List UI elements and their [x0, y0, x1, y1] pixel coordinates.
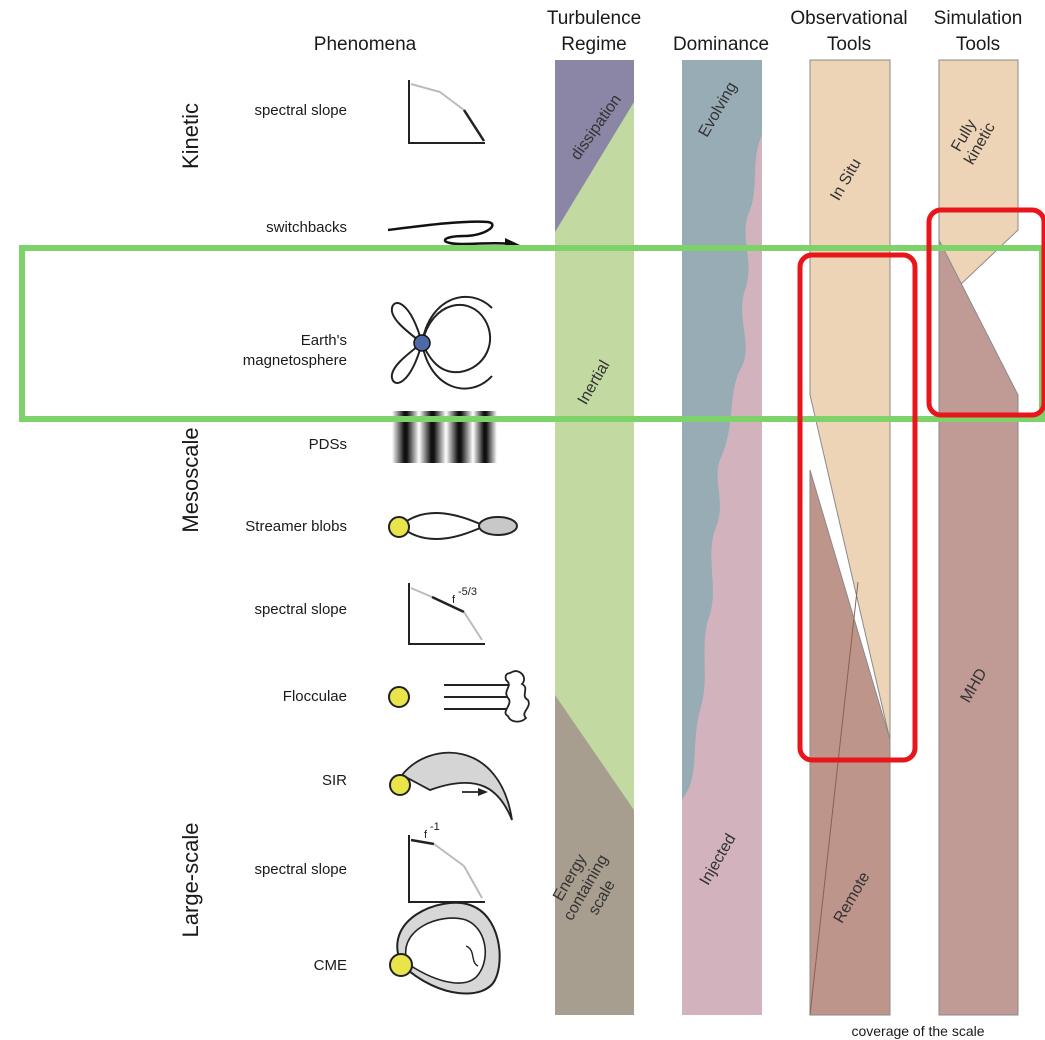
streamer-blob-icon: [389, 513, 517, 539]
flocculae-icon: [389, 671, 529, 722]
dominance-header: Dominance: [673, 34, 769, 55]
observational-tools-column: In Situ Remote: [810, 60, 890, 1015]
magnetosphere-icon: [392, 297, 492, 389]
mhd-band: [939, 240, 1018, 1015]
coverage-footer: coverage of the scale: [851, 1023, 984, 1039]
kinetic-scale-label: Kinetic: [178, 103, 203, 169]
phenomenon-label: spectral slope: [254, 601, 347, 618]
cme-icon: [390, 903, 500, 994]
phenomenon-label: Flocculae: [283, 688, 347, 705]
observational-header-line2: Tools: [827, 34, 871, 55]
spectral-slope-inertial-icon: f -5/3: [409, 583, 485, 644]
phenomenon-label: spectral slope: [254, 102, 347, 119]
phenomenon-label: Earth's: [301, 332, 347, 349]
phenomena-header: Phenomena: [314, 34, 417, 55]
dominance-column: Evolving Injected: [682, 60, 762, 1015]
turbulence-header-line2: Regime: [561, 34, 626, 55]
phenomenon-label: switchbacks: [266, 219, 347, 236]
sir-icon: [390, 753, 512, 820]
turbulence-regime-column: dissipation Inertial Energy containing s…: [550, 60, 634, 1015]
simulation-header-line1: Simulation: [934, 8, 1023, 29]
mesoscale-label: Mesoscale: [178, 427, 203, 532]
phenomenon-label: magnetosphere: [243, 352, 347, 369]
large-scale-label: Large-scale: [178, 823, 203, 938]
spectral-annotation-exponent: -1: [430, 821, 440, 833]
spectral-annotation: f: [452, 594, 456, 606]
phenomenon-label: PDSs: [309, 436, 347, 453]
turbulence-header-line1: Turbulence: [547, 8, 641, 29]
simulation-tools-column: Fully kinetic MHD: [939, 60, 1018, 1015]
phenomenon-label: SIR: [322, 772, 347, 789]
phenomenon-label: CME: [314, 957, 347, 974]
spectral-slope-flat-icon: f -1: [409, 821, 485, 902]
observational-header-line1: Observational: [790, 8, 907, 29]
phenomenon-label: Streamer blobs: [245, 518, 347, 535]
spectral-slope-steep-icon: [409, 80, 485, 143]
phenomenon-label: spectral slope: [254, 861, 347, 878]
spectral-annotation: f: [424, 829, 428, 841]
spectral-annotation-exponent: -5/3: [458, 586, 477, 598]
simulation-header-line2: Tools: [956, 34, 1000, 55]
